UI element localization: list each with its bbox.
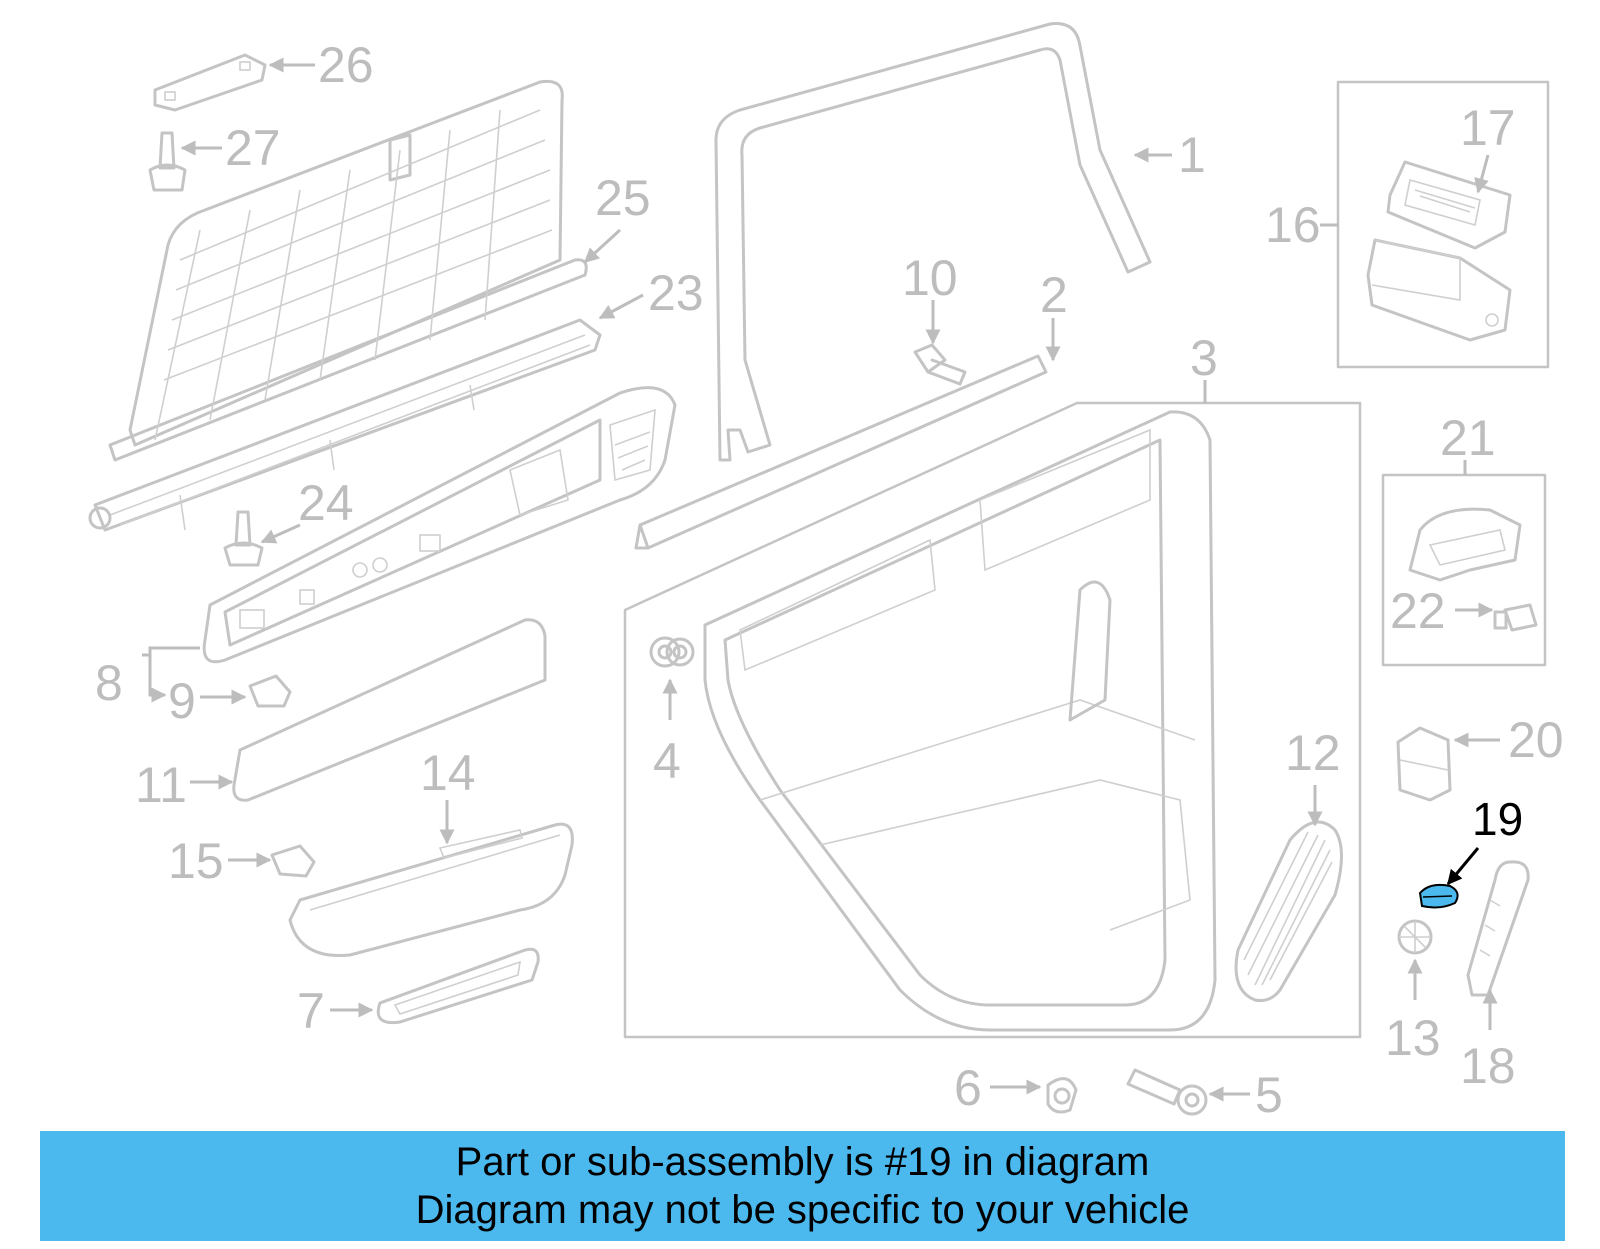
- part-23-rail: [88, 318, 602, 532]
- part-19-clip-highlighted[interactable]: [1418, 883, 1459, 909]
- callout-2: 2: [1040, 267, 1068, 323]
- callout-13: 13: [1385, 1010, 1441, 1066]
- callout-5: 5: [1255, 1067, 1283, 1123]
- part-3-door-panel: [623, 401, 1362, 1039]
- leader-lines: [142, 57, 1500, 1102]
- callout-12: 12: [1285, 725, 1341, 781]
- part-12-speaker-grille: [1234, 820, 1343, 1002]
- part-15-clip: [270, 844, 316, 878]
- callout-22: 22: [1390, 583, 1446, 639]
- part-18-pillar-trim: [1466, 860, 1530, 997]
- callout-3: 3: [1190, 330, 1218, 386]
- callout-18: 18: [1460, 1038, 1516, 1094]
- part-10-bolt: [913, 343, 967, 386]
- part-16-box: [1336, 80, 1550, 369]
- part-14-armrest: [288, 822, 574, 958]
- callout-24: 24: [298, 475, 354, 531]
- part-26-bracket: [153, 53, 267, 112]
- callout-19: 19: [1472, 793, 1523, 845]
- part-22-connector: [1493, 603, 1538, 632]
- part-5-bolt: [1126, 1068, 1208, 1116]
- callout-20: 20: [1508, 712, 1564, 768]
- callout-8: 8: [95, 655, 123, 711]
- part-17-switch: [1386, 160, 1512, 250]
- callout-26: 26: [318, 37, 374, 93]
- part-7-bezel: [376, 947, 540, 1025]
- info-banner: Part or sub-assembly is #19 in diagram D…: [40, 1131, 1565, 1241]
- callout-10: 10: [902, 250, 958, 306]
- callout-16: 16: [1265, 197, 1321, 253]
- part-6-push-pin: [1046, 1077, 1078, 1114]
- callout-4: 4: [653, 733, 681, 789]
- callout-27: 27: [225, 120, 281, 176]
- callout-25: 25: [595, 170, 651, 226]
- callout-17: 17: [1460, 100, 1516, 156]
- callout-11: 11: [135, 757, 187, 813]
- part-8-armrest-panel: [202, 386, 677, 664]
- callout-14: 14: [420, 745, 476, 801]
- banner-line-disclaimer: Diagram may not be specific to your vehi…: [415, 1188, 1190, 1232]
- part-11-trim-strip: [232, 618, 547, 802]
- part-4-clip: [649, 636, 681, 668]
- callout-7: 7: [297, 983, 325, 1039]
- callout-21: 21: [1440, 410, 1496, 466]
- banner-line-part: Part or sub-assembly is #19 in diagram: [455, 1140, 1150, 1184]
- part-27-bolt: [148, 131, 187, 192]
- part-1-window-frame: [714, 21, 1152, 462]
- part-2-belt-strip: [634, 354, 1048, 550]
- part-sunshade-net: [128, 79, 564, 447]
- part-20-switch: [1396, 726, 1452, 802]
- callout-23: 23: [648, 265, 704, 321]
- callout-1: 1: [1178, 127, 1206, 183]
- part-24-bolt: [223, 510, 264, 567]
- callout-15: 15: [168, 833, 224, 889]
- callout-9: 9: [168, 673, 196, 729]
- diagram-canvas: 1 2 3 4 5 6 7 8 9 10 11 12 13 14 15 16 1…: [88, 21, 1564, 1123]
- callout-labels: 1 2 3 4 5 6 7 8 9 10 11 12 13 14 15 16 1…: [95, 37, 1564, 1123]
- part-9-clip: [248, 674, 292, 708]
- callout-6: 6: [954, 1060, 982, 1116]
- part-25-rail: [108, 258, 588, 462]
- part-13-washer: [1397, 919, 1433, 955]
